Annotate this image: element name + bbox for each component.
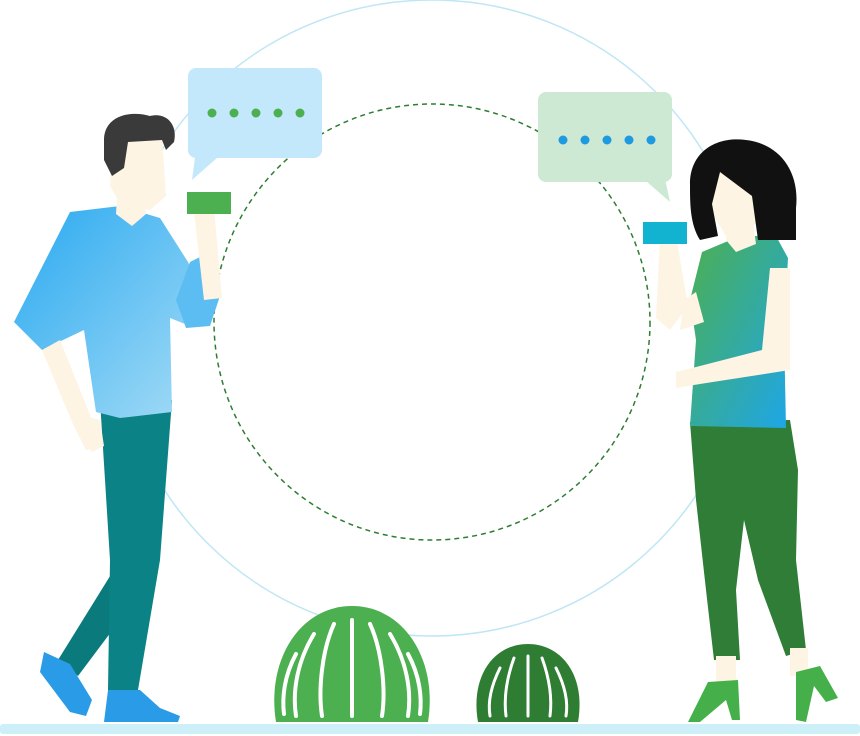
woman-speech-bubble-icon: [538, 92, 672, 202]
large-plant-icon: [274, 606, 430, 722]
man-speech-bubble-icon: [188, 68, 322, 180]
woman-left-shoe-icon: [688, 680, 740, 722]
ground-line: [0, 724, 860, 734]
small-plant-icon: [476, 644, 580, 722]
woman-right-shoe-icon: [796, 666, 838, 722]
right-shoe-icon: [104, 690, 180, 722]
man-hair: [104, 113, 175, 176]
man-phone-icon: [187, 192, 231, 214]
woman-figure: [643, 139, 838, 722]
woman-hair: [690, 139, 797, 240]
left-shoe-icon: [40, 652, 92, 716]
woman-phone-icon: [643, 222, 687, 244]
dashed-ring: [213, 103, 651, 541]
man-figure: [14, 113, 231, 722]
